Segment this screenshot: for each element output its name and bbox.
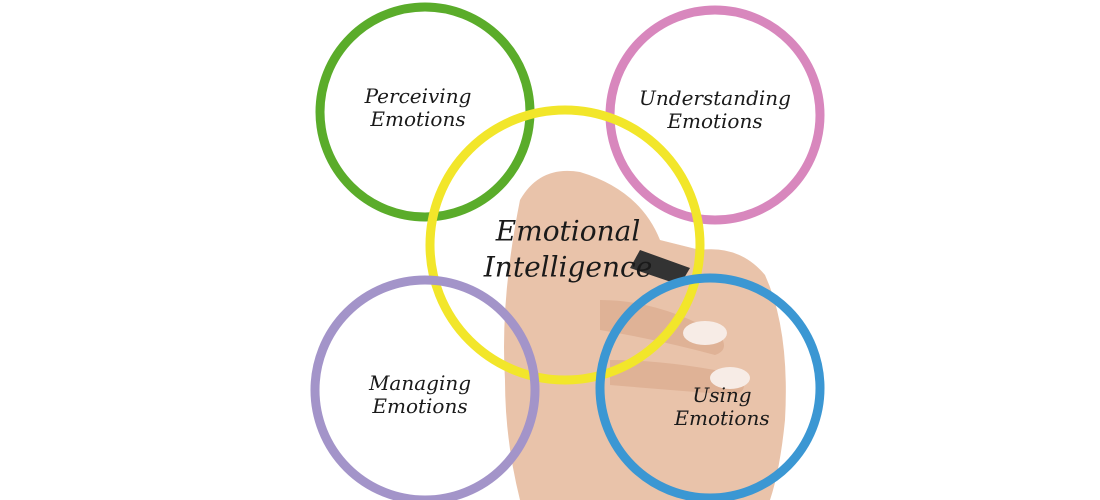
label-managing-emotions: Managing Emotions bbox=[369, 372, 471, 418]
label-line: Managing bbox=[368, 371, 472, 395]
label-line: Intelligence bbox=[483, 251, 653, 284]
label-line: Emotions bbox=[372, 394, 468, 418]
label-line: Emotions bbox=[674, 406, 770, 430]
label-line: Using bbox=[692, 383, 752, 407]
label-perceiving-emotions: Perceiving Emotions bbox=[365, 85, 472, 131]
label-using-emotions: Using Emotions bbox=[674, 384, 769, 430]
label-line: Emotions bbox=[667, 109, 763, 133]
label-understanding-emotions: Understanding Emotions bbox=[639, 87, 791, 133]
label-line: Emotional bbox=[495, 214, 641, 248]
circle-using bbox=[595, 273, 825, 500]
circle-center bbox=[425, 105, 705, 385]
label-line: Perceiving bbox=[364, 84, 472, 108]
label-emotional-intelligence: Emotional Intelligence bbox=[484, 214, 653, 287]
label-line: Emotions bbox=[370, 107, 466, 131]
label-line: Understanding bbox=[639, 86, 791, 110]
circle-managing bbox=[310, 275, 540, 500]
